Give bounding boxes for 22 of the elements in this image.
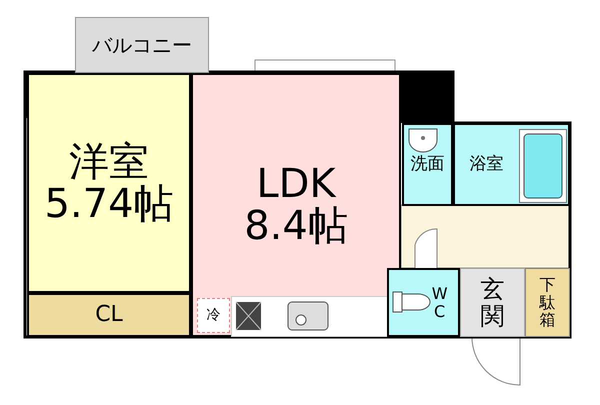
room-name: 洋室 — [69, 141, 149, 183]
room-area: 5.74帖 — [44, 183, 174, 225]
room-box — [27, 73, 191, 293]
shoe-cabinet-box — [525, 268, 570, 337]
room-name: LDK — [256, 163, 336, 205]
room-area: 8.4帖 — [244, 205, 348, 247]
room-name: バルコニー — [92, 34, 192, 56]
room-name: 下駄箱 — [539, 276, 556, 329]
fridge-space — [197, 298, 230, 333]
room-box — [453, 123, 570, 206]
room-name: WC — [431, 284, 448, 320]
room-box — [402, 123, 453, 206]
room-name: 洗面 — [410, 156, 444, 174]
entrance-box — [460, 268, 525, 337]
fridge-label: 冷 — [206, 308, 220, 323]
room-name: 浴室 — [470, 156, 504, 174]
room-name: CL — [95, 303, 123, 327]
balcony-box — [75, 17, 209, 73]
closet-box — [27, 293, 191, 337]
toilet-room-box — [387, 268, 460, 337]
room-name: 玄関 — [480, 276, 506, 329]
room-box — [191, 73, 401, 337]
